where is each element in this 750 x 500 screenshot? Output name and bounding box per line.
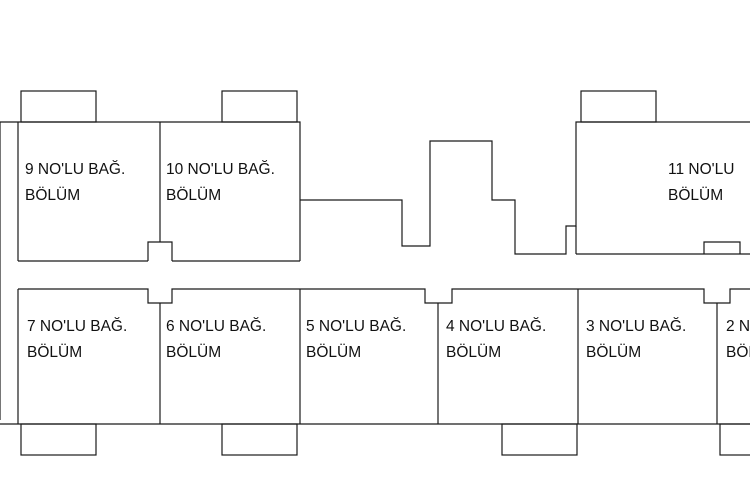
unit-2-line1: 2 NO'LU BAĞ. xyxy=(726,318,750,335)
unit-9-label: 9 NO'LU BAĞ. BÖLÜM xyxy=(25,157,125,209)
unit-2-line2: BÖLÜM xyxy=(726,344,750,361)
unit-6-line1: 6 NO'LU BAĞ. xyxy=(166,318,267,335)
unit-7-label: 7 NO'LU BAĞ. BÖLÜM xyxy=(27,314,127,366)
unit-3-line1: 3 NO'LU BAĞ. xyxy=(586,318,687,335)
wall-core-stair xyxy=(300,121,750,255)
balcony-9 xyxy=(20,90,97,123)
unit-10-line2: BÖLÜM xyxy=(166,187,222,204)
balcony-2 xyxy=(719,423,750,456)
unit-2-label: 2 NO'LU BAĞ. BÖLÜM xyxy=(726,314,750,366)
shaft-upper-11 xyxy=(703,241,741,254)
balcony-4 xyxy=(501,423,578,456)
unit-5-line1: 5 NO'LU BAĞ. xyxy=(306,318,407,335)
balcony-7 xyxy=(20,423,97,456)
unit-7-line2: BÖLÜM xyxy=(27,344,83,361)
unit-4-line2: BÖLÜM xyxy=(446,344,502,361)
wall-top-lower-row xyxy=(18,288,750,304)
unit-11-line2: BÖLÜM xyxy=(668,187,724,204)
unit-10-line1: 10 NO'LU BAĞ. xyxy=(166,161,275,178)
unit-5-label: 5 NO'LU BAĞ. BÖLÜM xyxy=(306,314,406,366)
unit-5-line2: BÖLÜM xyxy=(306,344,362,361)
balcony-6 xyxy=(221,423,298,456)
unit-6-line2: BÖLÜM xyxy=(166,344,222,361)
unit-9-line2: BÖLÜM xyxy=(25,187,81,204)
unit-4-label: 4 NO'LU BAĞ. BÖLÜM xyxy=(446,314,546,366)
unit-9-line1: 9 NO'LU BAĞ. xyxy=(25,161,126,178)
balcony-10 xyxy=(221,90,298,123)
unit-3-line2: BÖLÜM xyxy=(586,344,642,361)
unit-3-label: 3 NO'LU BAĞ. BÖLÜM xyxy=(586,314,686,366)
unit-11-label: 11 NO'LU BÖLÜM xyxy=(668,157,734,209)
unit-11-line1: 11 NO'LU xyxy=(668,161,735,178)
wall-top-10 xyxy=(160,121,301,200)
unit-10-label: 10 NO'LU BAĞ. BÖLÜM xyxy=(166,157,275,209)
balcony-11 xyxy=(580,90,657,123)
unit-4-line1: 4 NO'LU BAĞ. xyxy=(446,318,547,335)
unit-6-label: 6 NO'LU BAĞ. BÖLÜM xyxy=(166,314,266,366)
shaft-upper-9-10 xyxy=(147,241,173,261)
unit-7-line1: 7 NO'LU BAĞ. xyxy=(27,318,128,335)
